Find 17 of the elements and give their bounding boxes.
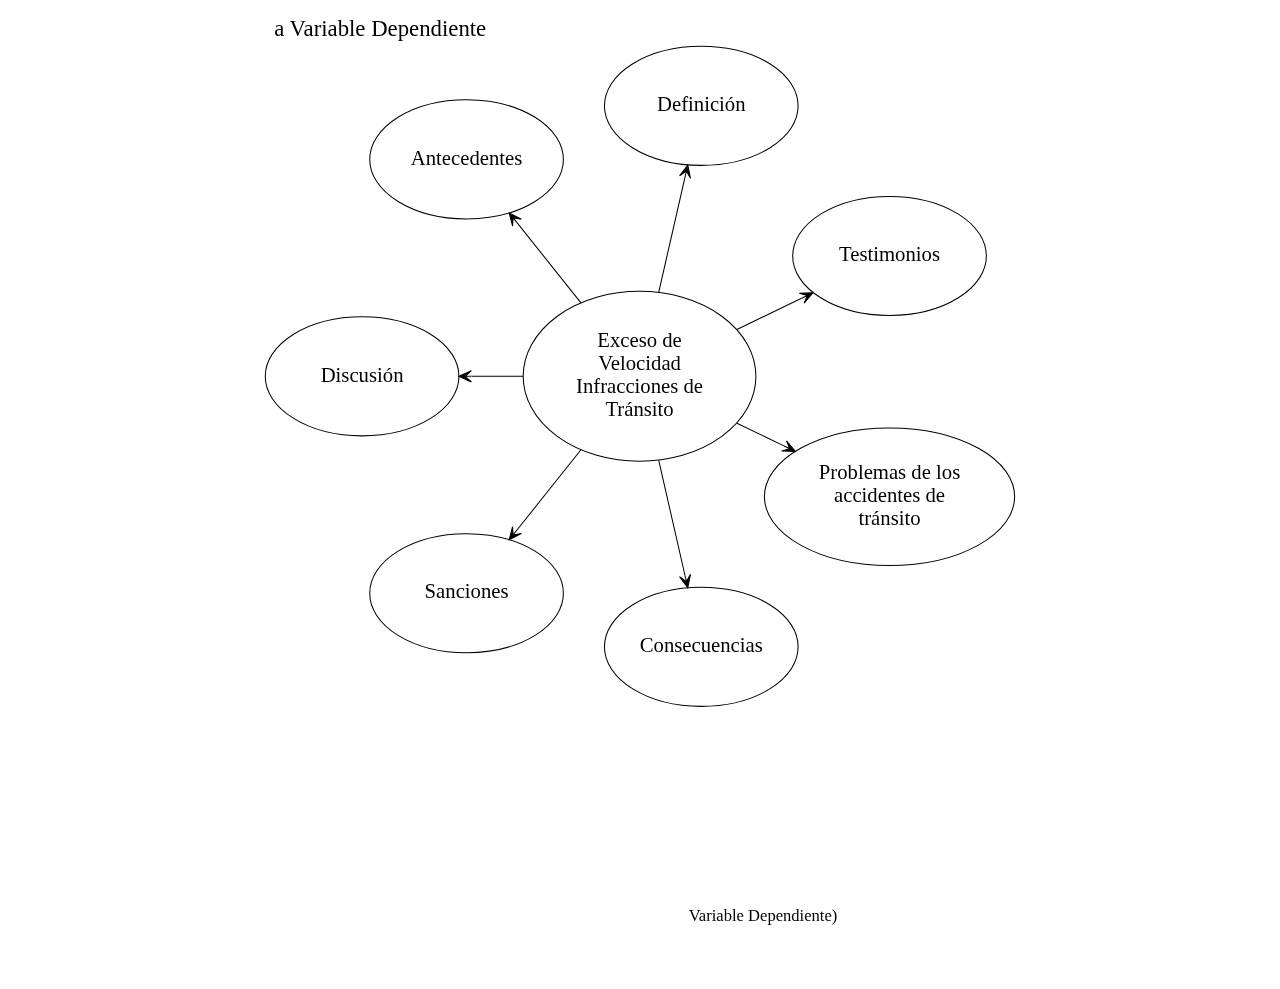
arrow [736, 422, 796, 452]
arrow [658, 459, 691, 588]
node-ellipse: Consecuencias [603, 586, 799, 707]
node-ellipse: Antecedentes [369, 98, 564, 219]
node-ellipse: Problemas de los accidentes de tránsito [763, 426, 1016, 566]
node-ellipse: Exceso de Velocidad Infracciones de Tránsito [522, 290, 757, 462]
arrow [508, 448, 582, 540]
arrow [736, 291, 814, 330]
diagram-title: a Variable Dependiente [274, 15, 487, 41]
node-ellipse: Discusión [264, 315, 460, 436]
arrow [458, 369, 524, 382]
node-ellipse: Sanciones [369, 532, 564, 653]
node-ellipse: Testimonios [792, 195, 987, 316]
caption: Variable Dependiente) [688, 905, 838, 925]
node-ellipse: Definición [603, 45, 799, 166]
arrow [508, 211, 582, 303]
arrow [658, 164, 691, 293]
